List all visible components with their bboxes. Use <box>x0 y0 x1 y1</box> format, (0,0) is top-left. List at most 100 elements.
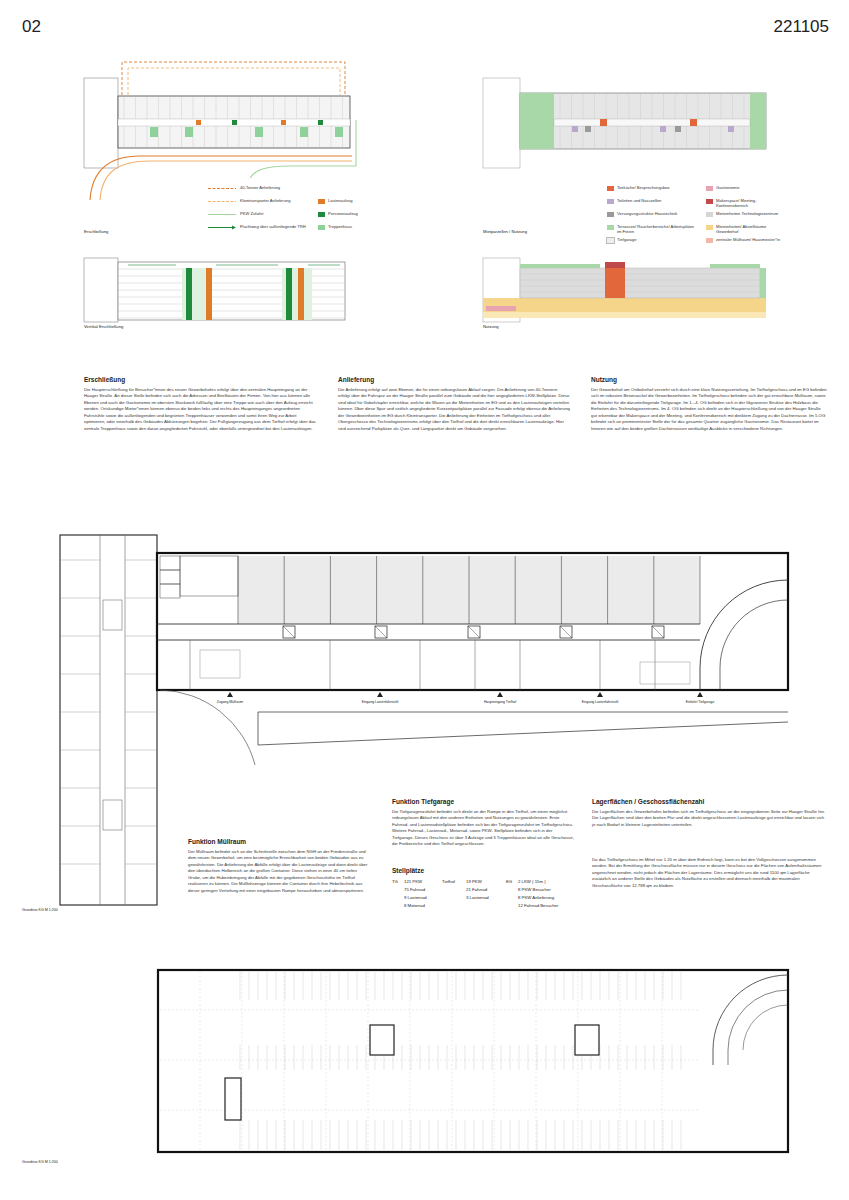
stair-zone <box>282 268 312 320</box>
legend-line <box>208 188 236 189</box>
legend-swatch <box>706 238 713 243</box>
table-cell: 21 Fahrrad <box>466 887 487 892</box>
toilets <box>660 126 666 132</box>
parking-stripe <box>411 972 412 1000</box>
plan-line <box>606 93 607 119</box>
plan-line <box>60 560 100 561</box>
plan-line <box>296 96 297 119</box>
parking-stripe <box>285 1120 286 1150</box>
ramp <box>713 975 788 1065</box>
parking-level <box>483 312 766 318</box>
parking-stripe <box>474 1045 475 1070</box>
parking-stripe <box>357 972 358 1000</box>
plan-line <box>732 93 733 119</box>
container <box>200 650 240 678</box>
parking-stripe <box>591 972 592 1000</box>
parking-stripe <box>600 1120 601 1150</box>
plan-line <box>469 556 470 624</box>
legend-row: PKW Zufahrt <box>208 212 263 217</box>
plan-line <box>330 640 331 690</box>
plan-line <box>422 556 423 624</box>
parking-stripe <box>447 1120 448 1150</box>
parking-stripe <box>402 1045 403 1070</box>
plan-line <box>239 96 240 119</box>
core <box>575 1025 599 1055</box>
stair-core <box>185 127 193 137</box>
plan-line <box>125 712 157 713</box>
plan-line <box>583 126 584 149</box>
parking-stripe <box>510 1120 511 1150</box>
parking-stripe <box>501 1120 502 1150</box>
grid-line <box>368 972 369 1150</box>
grid-line <box>326 972 327 1150</box>
parking-stripe <box>285 972 286 1000</box>
plan-line <box>653 556 654 624</box>
section-heading: Funktion Tiefgarage <box>392 798 454 806</box>
entrance-label: Haupteingang Tiefhof <box>483 700 517 704</box>
parking-stripe <box>258 972 259 1000</box>
parking-stripe <box>249 1120 250 1150</box>
parking-stripe <box>357 1120 358 1150</box>
table-cell: TG <box>392 879 398 884</box>
ramp <box>743 1005 788 1050</box>
plan-line <box>709 93 710 119</box>
parking-stripe <box>645 972 646 1000</box>
grid-line <box>200 972 201 1150</box>
plan-line <box>475 640 476 690</box>
legend-row: Fluchtweg über außenliegende TRH <box>208 225 306 230</box>
parking-stripe <box>627 972 628 1000</box>
stair-core <box>335 127 343 137</box>
services <box>585 126 591 132</box>
parking-stripe <box>546 1120 547 1150</box>
freight-lift <box>298 268 304 320</box>
plan-line <box>629 126 630 149</box>
parking-stripe <box>564 1120 565 1150</box>
room <box>160 570 180 584</box>
plan-line <box>227 96 228 119</box>
building-outline <box>118 96 350 148</box>
parking-stripe <box>384 972 385 1000</box>
parking-stripe <box>240 1120 241 1150</box>
toilets <box>728 126 734 132</box>
legend-swatch <box>318 225 325 230</box>
entrance-marker <box>227 692 233 697</box>
parking-stripe <box>276 1045 277 1070</box>
parking-stripe <box>321 972 322 1000</box>
grid-line <box>284 972 285 1150</box>
table-cell: 8 PKW Anlieferung <box>518 895 554 900</box>
parking-stripe <box>519 1120 520 1150</box>
legend-line <box>208 214 236 215</box>
parking-stripe <box>366 972 367 1000</box>
plan-line <box>147 96 148 119</box>
legend-swatch <box>318 199 325 204</box>
parking-stripe <box>528 972 529 1000</box>
legend-row: Terrassen/ Raucherbereiche/ Arbeitsplätz… <box>607 225 699 235</box>
parking-stripe <box>438 972 439 1000</box>
plan-line <box>204 126 205 148</box>
parking-stripe <box>249 972 250 1000</box>
parking-stripe <box>375 1120 376 1150</box>
plan-line <box>560 93 561 119</box>
ramp <box>728 990 788 1065</box>
legend-text: Personenaufzug <box>328 212 358 217</box>
plan-line <box>125 636 157 637</box>
parking-stripe <box>312 1120 313 1150</box>
legend-row: Versorgungsstruktur Haustechnik <box>607 212 699 217</box>
legend-text: zentraler Müllraum/ Hausmeister*in <box>716 238 788 243</box>
neighbour-building <box>84 78 118 168</box>
legend-text: 40-Tonner Anlieferung <box>240 186 280 191</box>
parking-stripe <box>339 972 340 1000</box>
parking-stripe <box>618 1120 619 1150</box>
table-cell: Tiefhof <box>442 879 455 884</box>
parking-stripe <box>348 1045 349 1070</box>
parking-stripe <box>555 1120 556 1150</box>
plan-line <box>284 556 285 624</box>
ramp <box>700 580 788 690</box>
plan-line <box>60 864 100 865</box>
entrance-label: Zugang Müllraum <box>216 700 244 704</box>
plan-line <box>296 126 297 148</box>
core <box>225 1078 241 1120</box>
parking-stripe <box>573 1045 574 1070</box>
entrance-label: Einfahrt Tiefgarage <box>685 700 716 704</box>
